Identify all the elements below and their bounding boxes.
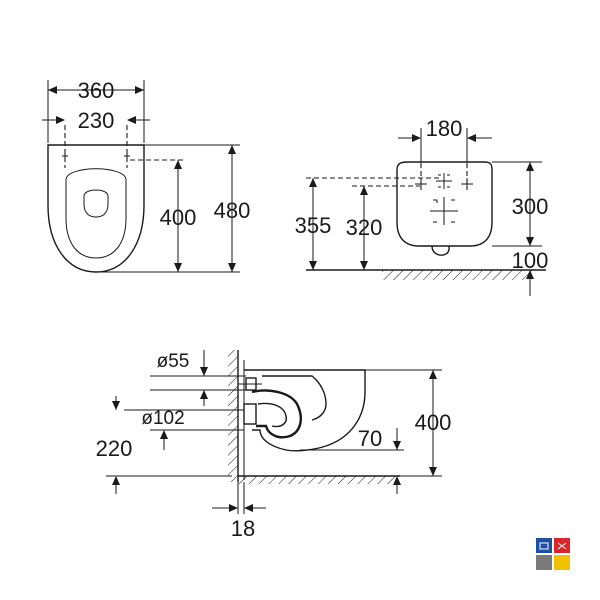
brand-logo	[536, 538, 570, 570]
bowl-front-outline	[396, 161, 493, 247]
dim-d55-label: ø55	[157, 351, 190, 372]
dim-220-label: 220	[96, 436, 133, 461]
outlet-target	[430, 197, 458, 225]
logo-quadrant-gray	[536, 555, 552, 570]
floor-hatch	[382, 270, 532, 280]
wall-hatch	[228, 350, 238, 482]
bowl-side-outline	[244, 369, 366, 452]
dim-side-400-label: 400	[415, 410, 452, 435]
top-view: 360 230 400 480	[42, 78, 251, 273]
seat-opening	[83, 189, 109, 218]
dim-180-label: 180	[426, 116, 463, 141]
dim-18-label: 18	[231, 516, 255, 541]
dim-100-label: 100	[512, 248, 549, 273]
dim-230-label: 230	[78, 108, 115, 133]
seat-ring	[65, 168, 127, 259]
front-view: 180 355 320 300 100	[295, 116, 549, 296]
fix-target-left	[415, 163, 427, 190]
dim-480-label: 480	[214, 198, 251, 223]
logo-quadrant-yellow	[554, 555, 570, 570]
dim-300-label: 300	[512, 194, 549, 219]
dim-320-label: 320	[346, 215, 383, 240]
bowl-outline	[47, 144, 145, 273]
dim-70-label: 70	[358, 426, 382, 451]
side-view: ø55 ø102 220 70 400	[96, 350, 452, 541]
outlet-pipe	[243, 403, 257, 425]
side-floor-hatch	[238, 476, 398, 484]
dim-400-label: 400	[160, 205, 197, 230]
dim-d102-label: ø102	[141, 408, 184, 429]
logo-quadrant-blue	[536, 538, 552, 553]
fix-target-right	[461, 163, 473, 190]
fix-target-center	[436, 173, 452, 189]
dim-360-label: 360	[78, 78, 115, 103]
dim-355-label: 355	[295, 213, 332, 238]
